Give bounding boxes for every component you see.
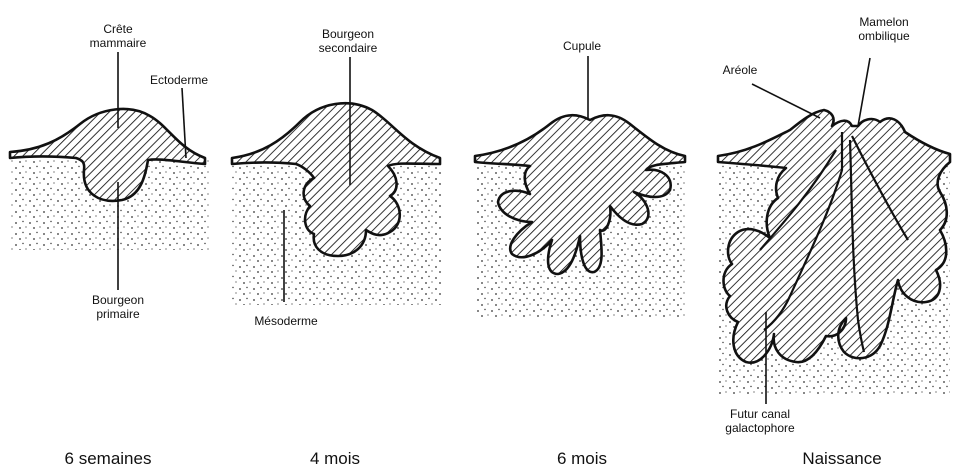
label-areola: Aréole — [723, 63, 758, 77]
label-primary-bud-line1: Bourgeon — [92, 293, 144, 307]
label-mesoderm: Mésoderme — [254, 314, 318, 328]
label-crest-line2: mammaire — [90, 36, 147, 50]
label-duct-line1: Futur canal — [730, 407, 790, 421]
label-duct-line2: galactophore — [725, 421, 795, 435]
caption-6-weeks: 6 semaines — [65, 449, 152, 468]
label-cupule: Cupule — [563, 39, 601, 53]
panel-4-months: Bourgeon secondaire Mésoderme 4 mois — [232, 27, 442, 468]
caption-birth: Naissance — [802, 449, 881, 468]
label-nipple-line1: Mamelon — [859, 15, 908, 29]
label-primary-bud-line2: primaire — [96, 307, 140, 321]
leader-nipple — [858, 58, 870, 126]
label-secondary-bud-line2: secondaire — [319, 41, 378, 55]
panel-birth: Mamelon ombilique Aréole Futur canal gal… — [718, 15, 950, 468]
label-secondary-bud-line1: Bourgeon — [322, 27, 374, 41]
label-ectoderm: Ectoderme — [150, 73, 208, 87]
leader-areola — [752, 84, 820, 118]
label-nipple-line2: ombilique — [858, 29, 910, 43]
label-crest-line1: Crête — [103, 22, 133, 36]
panel-6-weeks: Crête mammaire Ectoderme Bourgeon primai… — [10, 22, 210, 468]
caption-4-months: 4 mois — [310, 449, 360, 468]
panel-6-months: Cupule 6 mois — [475, 39, 685, 468]
caption-6-months: 6 mois — [557, 449, 607, 468]
